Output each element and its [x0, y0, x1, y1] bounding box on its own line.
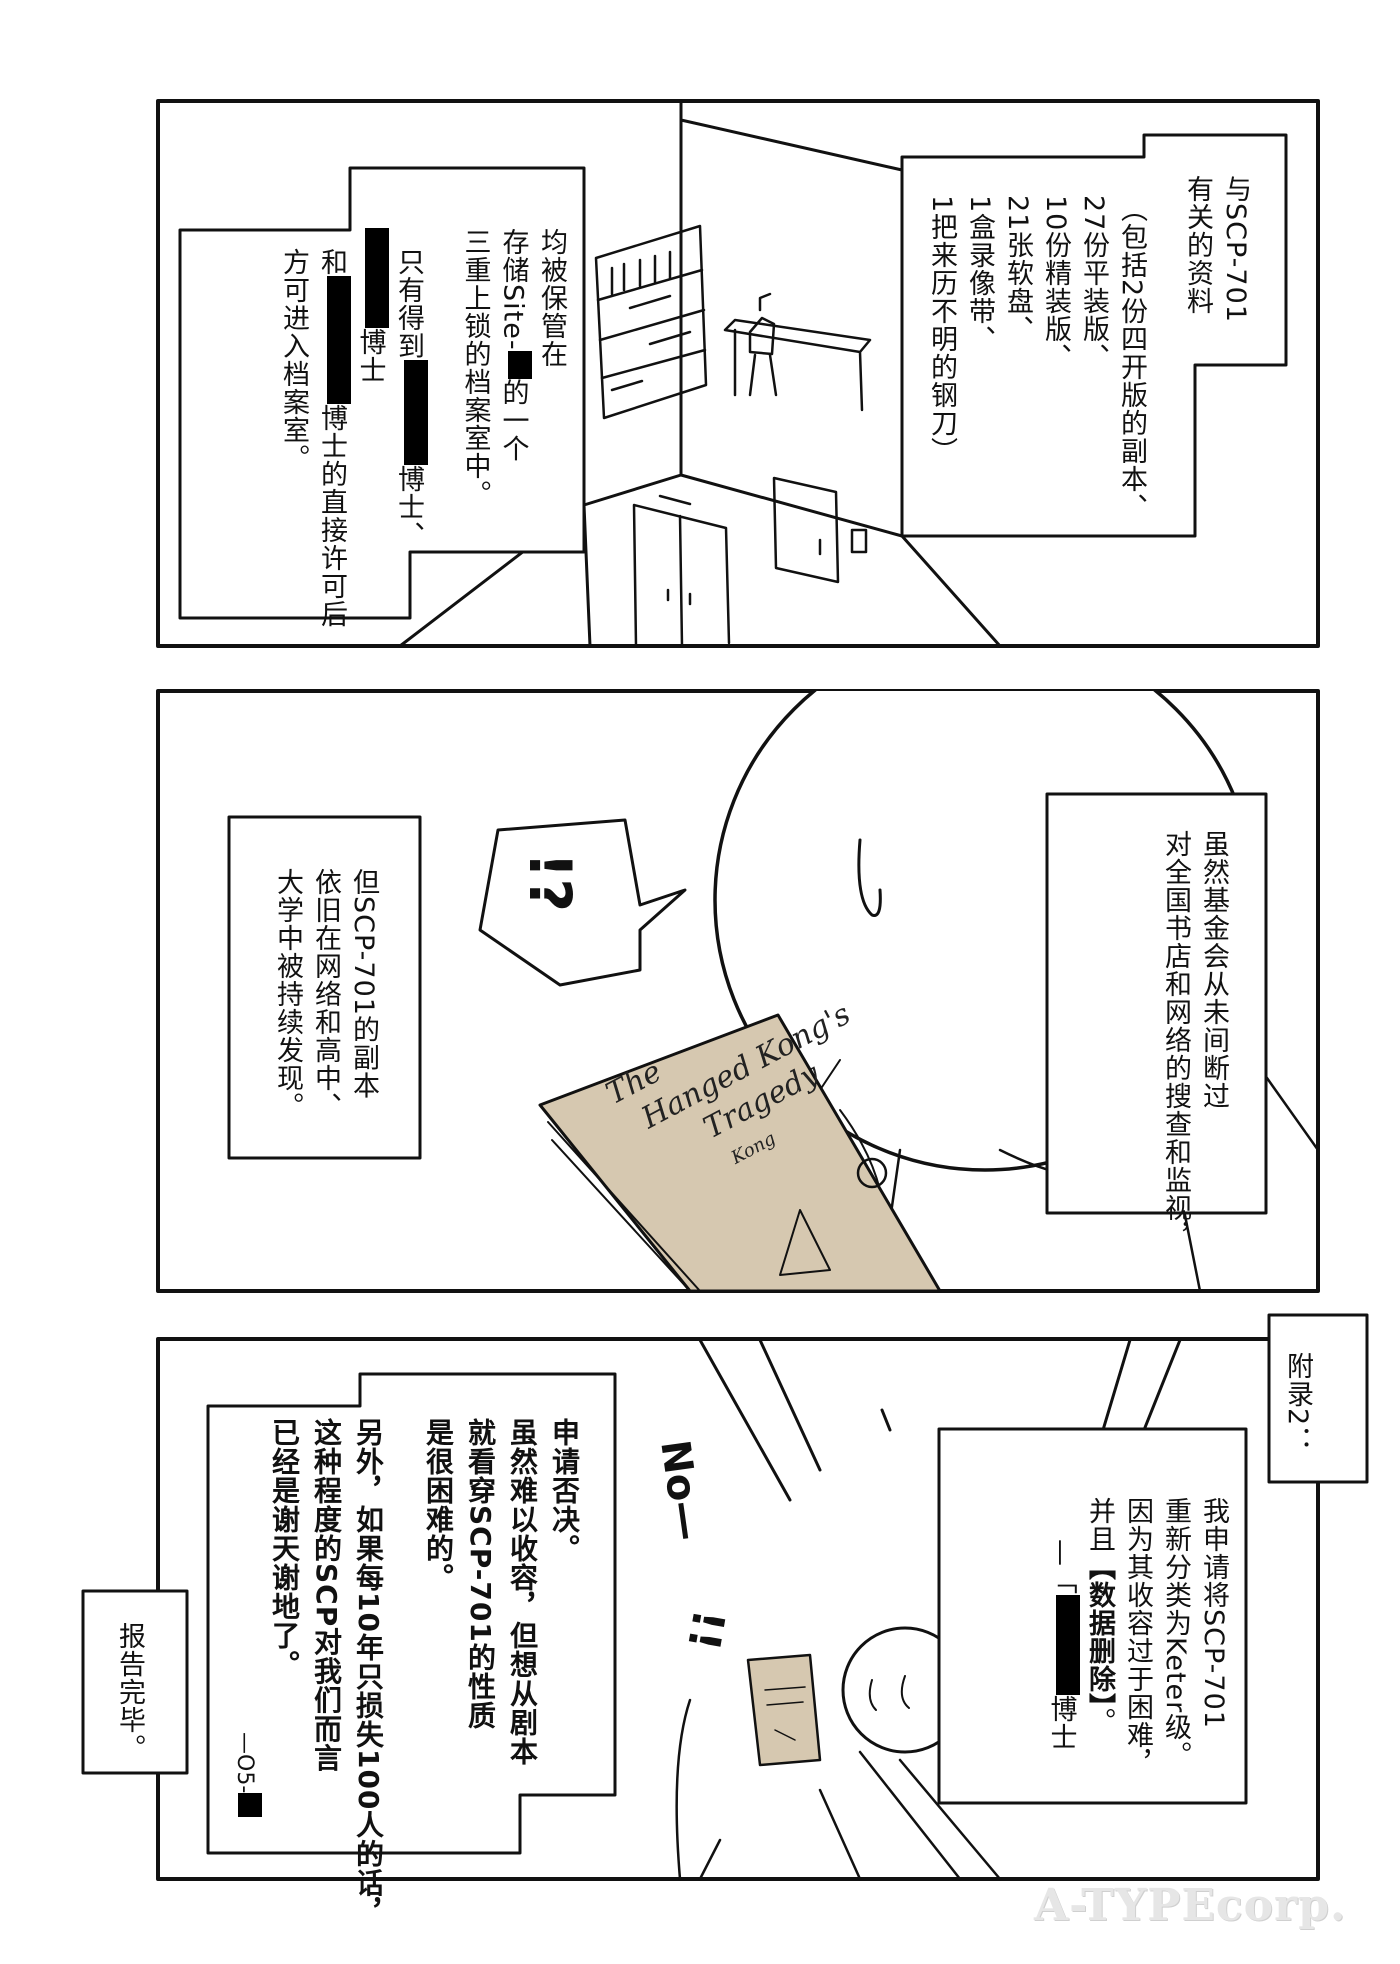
appendix-label-box	[1267, 1313, 1369, 1484]
caption-text: 并且	[1084, 1497, 1115, 1553]
caption-text: 存储Site-	[497, 228, 529, 351]
shout-exclaim: !!	[676, 1605, 735, 1655]
caption-line: 27份平装版、	[1078, 195, 1109, 372]
caption-line: 三重上锁的档案室中。	[459, 228, 491, 508]
signature-text: —O5-	[232, 1732, 257, 1794]
caption-line: 方可进入档案室。	[278, 248, 309, 472]
panel-1-right-caption: 与SCP-701 有关的资料 （包括2份四开版的副本、 27份平装版、 10份精…	[922, 175, 1254, 521]
watermark-logo: A-TYPEcorp.	[1034, 1880, 1347, 1931]
end-caption-box	[81, 1589, 189, 1775]
redaction-bar	[365, 228, 389, 328]
caption-line: 是很困难的。	[422, 1418, 455, 1592]
caption-line: 存储Site- 的一个	[494, 228, 532, 628]
caption-line: 重新分类为Keter级。	[1160, 1497, 1191, 1770]
request-text: 我申请将SCP-701 重新分类为Keter级。 因为其收容过于困难， 并且【数…	[1042, 1497, 1233, 1777]
caption-line: 与SCP-701	[1220, 175, 1251, 323]
redaction-bar	[1056, 1595, 1080, 1695]
redaction-bar	[403, 360, 428, 465]
caption-line: 博士	[351, 228, 389, 628]
caption-line: 因为其收容过于困难，	[1122, 1497, 1153, 1777]
caption-line: 虽然基金会从未间断过	[1198, 830, 1229, 1110]
caption-line: 均被保管在	[536, 228, 567, 368]
caption-line: 依旧在网络和高中、	[310, 868, 341, 1120]
book-drawing	[538, 1013, 942, 1293]
caption-text: 的一个	[497, 378, 529, 463]
panel-2-right-caption: 虽然基金会从未间断过 对全国书店和网络的搜查和监视，	[1156, 830, 1232, 1250]
bookshelf-drawing	[594, 224, 708, 420]
panel-1-left-caption-box	[178, 166, 586, 620]
desk-chair-drawing	[723, 292, 872, 412]
caption-text: 博士	[1045, 1695, 1077, 1751]
panel-1-right-caption-box	[900, 133, 1288, 538]
panel-3-reply-box	[206, 1372, 617, 1855]
small-book-card	[746, 1653, 822, 1767]
caption-line: 10份精装版、	[1040, 195, 1071, 372]
reply-text: 申请否决。 虽然难以收容，但想从剧本 就看穿SCP-701的性质 是很困难的。 …	[263, 1418, 585, 1926]
panel-2-left-caption-box	[227, 815, 422, 1160]
panel-1-left-caption: 均被保管在 存储Site- 的一个 三重上锁的档案室中。 只有得到博士、 博士 和…	[274, 228, 570, 628]
bubble-exclaim-question	[478, 818, 687, 987]
redaction-bar	[238, 1793, 262, 1818]
caption-line: 已经是谢天谢地了。	[268, 1418, 301, 1679]
panel-2-left-caption: 但SCP-701的副本 依旧在网络和高中、 大学中被持续发现。	[268, 868, 382, 1120]
reply-signature: —O5-	[232, 1732, 262, 1818]
caption-line: 另外，如果每10年只损失100人的话，	[352, 1418, 385, 1927]
caption-line: 但SCP-701的副本	[348, 868, 379, 1100]
redaction-bar	[326, 276, 351, 404]
door-drawing	[632, 476, 868, 648]
caption-line: 1盒录像带、	[964, 195, 995, 354]
caption-text: 。	[1084, 1707, 1115, 1736]
panel-3-request-box	[937, 1427, 1248, 1805]
appendix-label: 附录2：	[1282, 1352, 1313, 1455]
caption-line: 1把来历不明的钢刀）	[926, 195, 957, 466]
caption-text: 博士	[354, 328, 386, 384]
caption-line: 我申请将SCP-701	[1198, 1497, 1229, 1729]
caption-line: 就看穿SCP-701的性质	[464, 1418, 497, 1730]
request-signature: —「博士	[1042, 1497, 1080, 1777]
caption-line: 这种程度的SCP对我们而言	[310, 1418, 343, 1773]
caption-line: （包括2份四开版的副本、	[1116, 195, 1147, 522]
caption-line: 和博士的直接许可后	[312, 228, 351, 628]
caption-line: 并且【数据删除】。	[1080, 1497, 1118, 1777]
caption-text: —「	[1045, 1539, 1077, 1595]
caption-line: 有关的资料	[1182, 175, 1213, 315]
panel-2-right-caption-box	[1045, 792, 1268, 1215]
caption-line: 对全国书店和网络的搜查和监视，	[1160, 830, 1191, 1250]
caption-line: 虽然难以收容，但想从剧本	[506, 1418, 539, 1766]
caption-line: 申请否决。	[548, 1418, 581, 1563]
caption-line: 只有得到博士、	[389, 228, 428, 628]
data-expunged-text: 【数据删除】	[1084, 1553, 1115, 1708]
caption-text: 只有得到	[393, 248, 424, 360]
caption-text: 博士的直接许可后	[316, 404, 347, 628]
end-caption: 报告完毕。	[114, 1622, 145, 1762]
caption-line: 21张软盘、	[1002, 195, 1033, 344]
caption-line: 大学中被持续发现。	[272, 868, 303, 1120]
caption-text: 博士、	[393, 465, 424, 549]
caption-text: 和	[316, 248, 347, 276]
bubble-text: !?	[516, 851, 585, 913]
redaction-bar	[508, 350, 532, 379]
